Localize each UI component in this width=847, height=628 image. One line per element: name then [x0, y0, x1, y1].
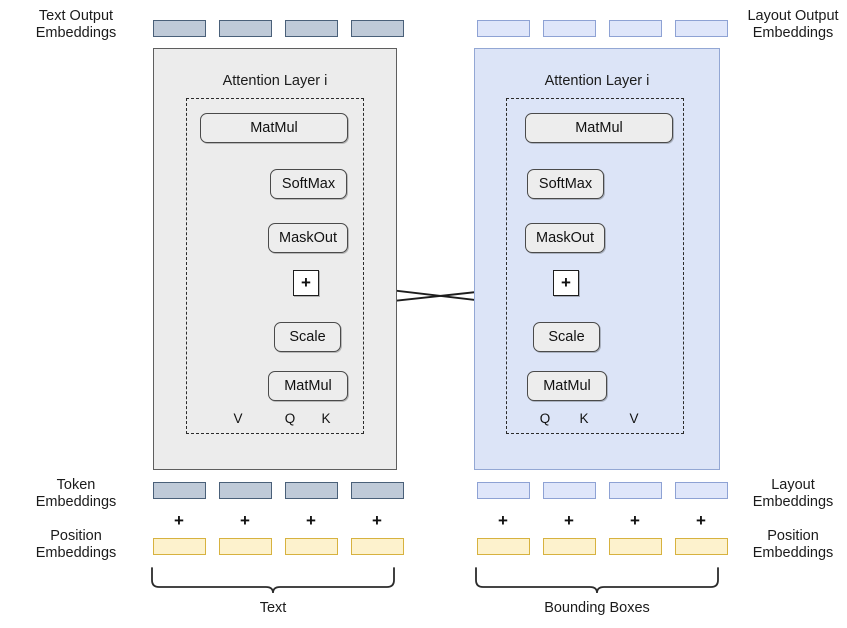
- text-output-chip-4: [351, 20, 404, 37]
- caption-position-embeddings-left: Position Embeddings: [35, 528, 117, 561]
- left-layer-title: Attention Layer i: [222, 73, 328, 89]
- left-maskout[interactable]: MaskOut: [268, 223, 348, 253]
- right-input-label-q: Q: [539, 411, 551, 426]
- right-matmul-top[interactable]: MatMul: [525, 113, 673, 143]
- layout-embedding-chip-4: [675, 482, 728, 499]
- left-brace: [151, 567, 395, 594]
- layout-output-chip-1: [477, 20, 530, 37]
- position-embedding-chip-6: [543, 538, 596, 555]
- layout-output-chip-3: [609, 20, 662, 37]
- token-embedding-chip-4: [351, 482, 404, 499]
- right-input-label-v: V: [629, 411, 639, 426]
- left-plus-op[interactable]: +: [293, 270, 319, 296]
- position-embedding-chip-1: [153, 538, 206, 555]
- text-output-chip-3: [285, 20, 338, 37]
- embedding-plus-3: +: [306, 511, 316, 530]
- group-label-text: Text: [259, 600, 287, 616]
- layout-output-chip-4: [675, 20, 728, 37]
- embedding-plus-5: +: [498, 511, 508, 530]
- left-attention-dashed-box: [186, 98, 364, 434]
- text-output-chip-1: [153, 20, 206, 37]
- token-embedding-chip-2: [219, 482, 272, 499]
- position-embedding-chip-4: [351, 538, 404, 555]
- embedding-plus-4: +: [372, 511, 382, 530]
- right-matmul-bottom[interactable]: MatMul: [527, 371, 607, 401]
- right-brace: [475, 567, 719, 594]
- caption-layout-output: Layout Output Embeddings: [747, 8, 839, 41]
- caption-position-embeddings-right: Position Embeddings: [752, 528, 834, 561]
- right-scale[interactable]: Scale: [533, 322, 600, 352]
- left-softmax[interactable]: SoftMax: [270, 169, 347, 199]
- right-plus-op[interactable]: +: [553, 270, 579, 296]
- position-embedding-chip-7: [609, 538, 662, 555]
- embedding-plus-2: +: [240, 511, 250, 530]
- left-matmul-bottom[interactable]: MatMul: [268, 371, 348, 401]
- position-embedding-chip-8: [675, 538, 728, 555]
- right-softmax[interactable]: SoftMax: [527, 169, 604, 199]
- position-embedding-chip-5: [477, 538, 530, 555]
- layout-embedding-chip-2: [543, 482, 596, 499]
- embedding-plus-8: +: [696, 511, 706, 530]
- token-embedding-chip-3: [285, 482, 338, 499]
- position-embedding-chip-2: [219, 538, 272, 555]
- caption-layout-embeddings: Layout Embeddings: [752, 477, 834, 510]
- left-scale[interactable]: Scale: [274, 322, 341, 352]
- caption-text-output: Text Output Embeddings: [35, 8, 117, 41]
- left-input-label-q: Q: [284, 411, 296, 426]
- right-maskout[interactable]: MaskOut: [525, 223, 605, 253]
- layout-embedding-chip-3: [609, 482, 662, 499]
- right-attention-dashed-box: [506, 98, 684, 434]
- group-label-bounding-boxes: Bounding Boxes: [544, 600, 650, 616]
- position-embedding-chip-3: [285, 538, 338, 555]
- layout-output-chip-2: [543, 20, 596, 37]
- caption-token-embeddings: Token Embeddings: [35, 477, 117, 510]
- right-layer-title: Attention Layer i: [544, 73, 650, 89]
- token-embedding-chip-1: [153, 482, 206, 499]
- left-input-label-v: V: [233, 411, 243, 426]
- embedding-plus-7: +: [630, 511, 640, 530]
- embedding-plus-1: +: [174, 511, 184, 530]
- left-input-label-k: K: [321, 411, 331, 426]
- right-input-label-k: K: [579, 411, 589, 426]
- left-matmul-top[interactable]: MatMul: [200, 113, 348, 143]
- layout-embedding-chip-1: [477, 482, 530, 499]
- embedding-plus-6: +: [564, 511, 574, 530]
- text-output-chip-2: [219, 20, 272, 37]
